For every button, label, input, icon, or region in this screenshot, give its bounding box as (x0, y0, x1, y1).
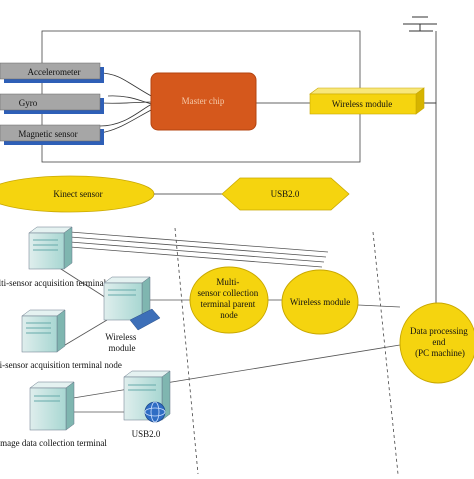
antenna-icon (403, 16, 437, 32)
magnetic-sensor-label: Magnetic sensor (18, 129, 77, 139)
dashed-separator-1 (174, 227, 199, 475)
gyro-label: Gyro (19, 98, 38, 108)
kinect-sensor-ellipse: Kinect sensor (0, 175, 155, 213)
data-processing-end-circle (399, 302, 474, 384)
image-terminal-server (29, 381, 75, 431)
data-processing-label: Data processing end (PC machine) (410, 326, 470, 358)
master-chip-label: Master chip (182, 96, 225, 106)
wireless-circle-label: Wireless module (290, 297, 350, 307)
parent-node-circle (189, 266, 269, 334)
image-terminal-label: Image data collection terminal (0, 438, 107, 448)
master-chip-box: Master chip (150, 72, 257, 131)
wireless-module-server (103, 276, 161, 331)
terminal-node-label-2: Multi-sensor acquisition terminal node (0, 360, 122, 370)
globe-icon (144, 401, 166, 423)
dashed-separator-2 (372, 231, 399, 475)
wireless-to-data-end-line (422, 102, 437, 303)
accelerometer-box: Accelerometer (0, 62, 104, 83)
kinect-sensor-label: Kinect sensor (53, 189, 102, 199)
usb-top-label: USB2.0 (271, 189, 300, 199)
usb-hexagon: USB2.0 (221, 177, 350, 211)
usb-bottom-label: USB2.0 (132, 429, 161, 439)
wireless-server-label: Wireless module (105, 332, 138, 353)
wireless-module-circle (281, 269, 359, 335)
sensor-bus-lines (99, 72, 156, 134)
terminal-node-server-1 (28, 226, 73, 270)
accelerometer-label: Accelerometer (28, 67, 81, 77)
wireless-module-box: Wireless module (309, 87, 425, 115)
wireless-module-top-label: Wireless module (332, 99, 392, 109)
server-link-lines (29, 231, 401, 413)
terminal-node-label-1: Multi-sensor acquisition terminal node (0, 278, 126, 288)
gyro-box: Gyro (0, 93, 104, 114)
magnetic-sensor-box: Magnetic sensor (0, 124, 104, 145)
terminal-node-server-2 (21, 309, 66, 353)
parent-node-label: Multi- sensor collection terminal parent… (198, 277, 261, 320)
